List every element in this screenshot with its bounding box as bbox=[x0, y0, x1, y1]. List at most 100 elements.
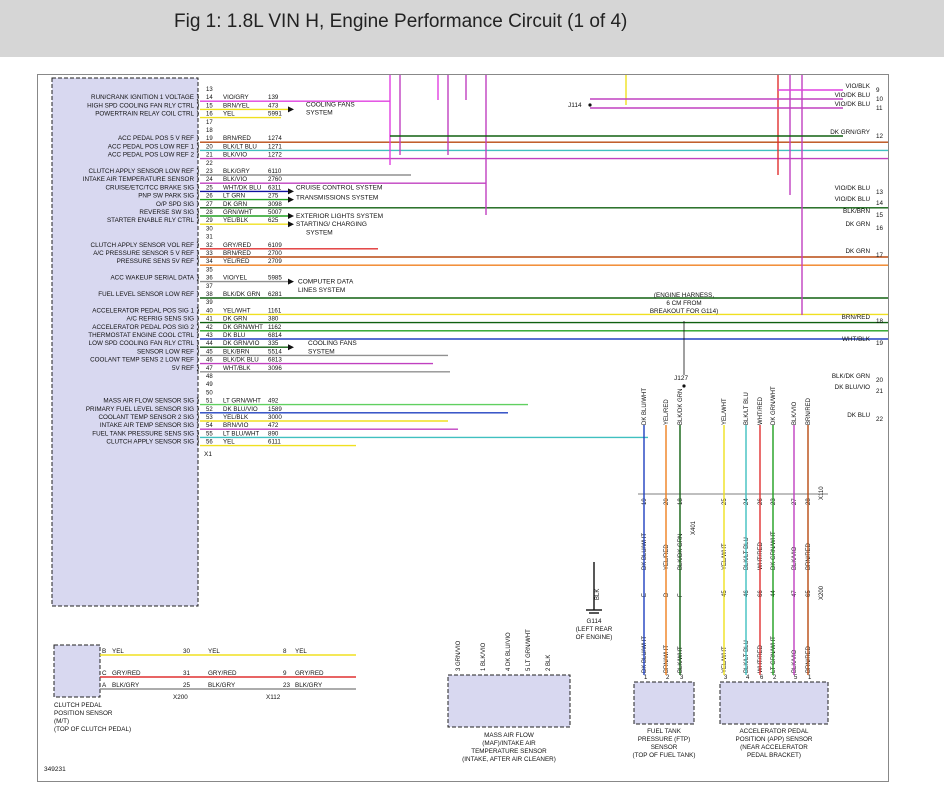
pcm-pin-bracket bbox=[196, 249, 199, 257]
pcm-circuit-38: 6281 bbox=[268, 291, 282, 298]
pcm-pin-22: 22 bbox=[206, 161, 213, 167]
pcm-pin-35: 35 bbox=[206, 267, 213, 273]
pcm-circuit-16: 5991 bbox=[268, 111, 282, 118]
pcm-circuit-24: 2760 bbox=[268, 176, 282, 183]
pcm-pin-56: 56 bbox=[206, 440, 213, 446]
pcm-wire-29: YEL/BLK bbox=[223, 217, 249, 224]
pcm-pin-21: 21 bbox=[206, 153, 213, 159]
arrow-head bbox=[288, 188, 294, 195]
pcm-wire-19: BRN/RED bbox=[223, 135, 251, 142]
pcm-pin-bracket bbox=[196, 356, 199, 363]
clutch-pin-C: C bbox=[102, 670, 107, 677]
app-wire-1: BRN/RED bbox=[806, 645, 812, 673]
pcm-circuit-45: 5514 bbox=[268, 348, 282, 355]
pcm-circuit-28: 5007 bbox=[268, 209, 282, 216]
arrow-head bbox=[288, 278, 294, 285]
pcm-label-42: ACCELERATOR PEDAL POS SIG 2 bbox=[92, 324, 194, 331]
pcm-wire-46: BLK/DK BLU bbox=[223, 357, 259, 364]
right-wire-label-19: WHT/BLK bbox=[842, 336, 871, 343]
ftp-pin-3: 3 bbox=[680, 675, 684, 681]
pcm-pin-bracket bbox=[196, 421, 199, 429]
app-name-0: ACCELERATOR PEDAL bbox=[739, 728, 809, 735]
pcm-circuit-19: 1274 bbox=[268, 135, 282, 142]
pcm-circuit-56: 6111 bbox=[268, 439, 281, 446]
ref-cooling-fans-2b: SYSTEM bbox=[308, 348, 335, 355]
pcm-label-45: SENSOR LOW REF bbox=[137, 348, 194, 355]
right-wire-num-20: 20 bbox=[876, 377, 884, 384]
pcm-pin-44: 44 bbox=[206, 341, 213, 347]
x110-wire-28: BRN/RED bbox=[806, 397, 812, 425]
pcm-circuit-33: 2700 bbox=[268, 250, 282, 257]
pcm-pin-51: 51 bbox=[206, 399, 213, 405]
pcm-wire-55: LT BLU/WHT bbox=[223, 430, 259, 437]
app-pin-6: 6 bbox=[760, 675, 764, 681]
right-wire-num-17: 17 bbox=[876, 252, 884, 259]
x200-num-46: 46 bbox=[744, 590, 750, 597]
app-name-2: (NEAR ACCELERATOR bbox=[740, 744, 808, 751]
pcm-circuit-25: 6311 bbox=[268, 184, 282, 191]
maf-wire-4: 4 DK BLU/VIO bbox=[506, 632, 512, 671]
ref-cooling-fans-1: COOLING FANS bbox=[306, 101, 355, 108]
x200-num-44: 44 bbox=[771, 590, 777, 597]
pcm-pin-29: 29 bbox=[206, 218, 213, 224]
pcm-label-26: PNP SW PARK SIG bbox=[138, 193, 194, 200]
pcm-wire-32: GRY/RED bbox=[223, 242, 252, 249]
clutch-x112-wire-0: YEL bbox=[295, 648, 307, 655]
arrow-head bbox=[288, 344, 294, 351]
right-wire-label-21: DK BLU/VIO bbox=[835, 384, 870, 391]
right-wire-num-13: 13 bbox=[876, 189, 884, 196]
pcm-pin-54: 54 bbox=[206, 423, 213, 429]
maf-name-0: MASS AIR FLOW bbox=[484, 732, 534, 739]
app-pin-4: 4 bbox=[746, 675, 750, 681]
pcm-pin-16: 16 bbox=[206, 112, 213, 118]
app-wire-4: BLK/LT BLU bbox=[744, 640, 750, 673]
pcm-pin-15: 15 bbox=[206, 103, 213, 109]
pcm-pin-bracket bbox=[196, 413, 199, 421]
maf-wire-5: 5 LT GRN/WHT bbox=[526, 629, 532, 671]
pcm-pin-19: 19 bbox=[206, 136, 213, 142]
pcm-pin-43: 43 bbox=[206, 333, 213, 339]
ftp-name-1: PRESSURE (FTP) bbox=[638, 736, 690, 743]
pcm-circuit-41: 380 bbox=[268, 316, 279, 323]
pcm-pin-bracket bbox=[196, 200, 199, 208]
pcm-circuit-42: 1162 bbox=[268, 324, 282, 331]
right-wire-num-10: 10 bbox=[876, 96, 884, 103]
arrow-head bbox=[288, 106, 294, 113]
pcm-label-14: RUN/CRANK IGNITION 1 VOLTAGE bbox=[91, 94, 194, 101]
clutch-name-2: (M/T) bbox=[54, 718, 69, 725]
splice-j114: J114 bbox=[568, 102, 582, 109]
g114-note-1: OF ENGINE) bbox=[576, 634, 613, 641]
pcm-pin-48: 48 bbox=[206, 374, 213, 380]
pcm-pin-33: 33 bbox=[206, 251, 213, 257]
pcm-pin-20: 20 bbox=[206, 144, 213, 150]
pcm-label-36: ACC WAKEUP SERIAL DATA bbox=[110, 275, 194, 282]
pcm-wire-24: BLK/VIO bbox=[223, 176, 247, 183]
pcm-pin-31: 31 bbox=[206, 235, 213, 241]
pcm-pin-18: 18 bbox=[206, 128, 213, 134]
ftp-name-2: SENSOR bbox=[651, 744, 678, 751]
right-wire-label-15: BLK/BRN bbox=[843, 208, 870, 215]
x110-num-23: 23 bbox=[771, 498, 777, 505]
clutch-wire-A: BLK/GRY bbox=[112, 682, 140, 689]
ref-computer-data: COMPUTER DATA bbox=[298, 279, 354, 286]
pcm-pin-bracket bbox=[196, 216, 199, 224]
pcm-wire-56: YEL bbox=[223, 439, 235, 446]
pcm-circuit-51: 492 bbox=[268, 398, 279, 405]
x401-num-F: F bbox=[678, 593, 684, 597]
pcm-pin-bracket bbox=[196, 430, 199, 437]
ftp-wire-3: BLK/WHT bbox=[678, 646, 684, 673]
clutch-x112-pin-1: 9 bbox=[283, 670, 287, 677]
pcm-label-34: PRESSURE SENS 5V REF bbox=[117, 258, 194, 265]
pcm-label-21: ACC PEDAL POS LOW REF 2 bbox=[108, 152, 195, 159]
pcm-pin-30: 30 bbox=[206, 226, 213, 232]
x110-wire-20: YEL/RED bbox=[664, 399, 670, 425]
x110-num-26: 26 bbox=[758, 498, 764, 505]
right-wire-num-14: 14 bbox=[876, 200, 884, 207]
pcm-circuit-46: 6813 bbox=[268, 357, 282, 364]
pcm-pin-bracket bbox=[196, 192, 199, 199]
pcm-label-19: ACC PEDAL POS 5 V REF bbox=[118, 135, 194, 142]
pcm-pin-28: 28 bbox=[206, 210, 213, 216]
maf-wire-3: 3 GRN/VIO bbox=[456, 640, 462, 671]
pcm-label-27: O/P SPD SIG bbox=[156, 201, 194, 208]
